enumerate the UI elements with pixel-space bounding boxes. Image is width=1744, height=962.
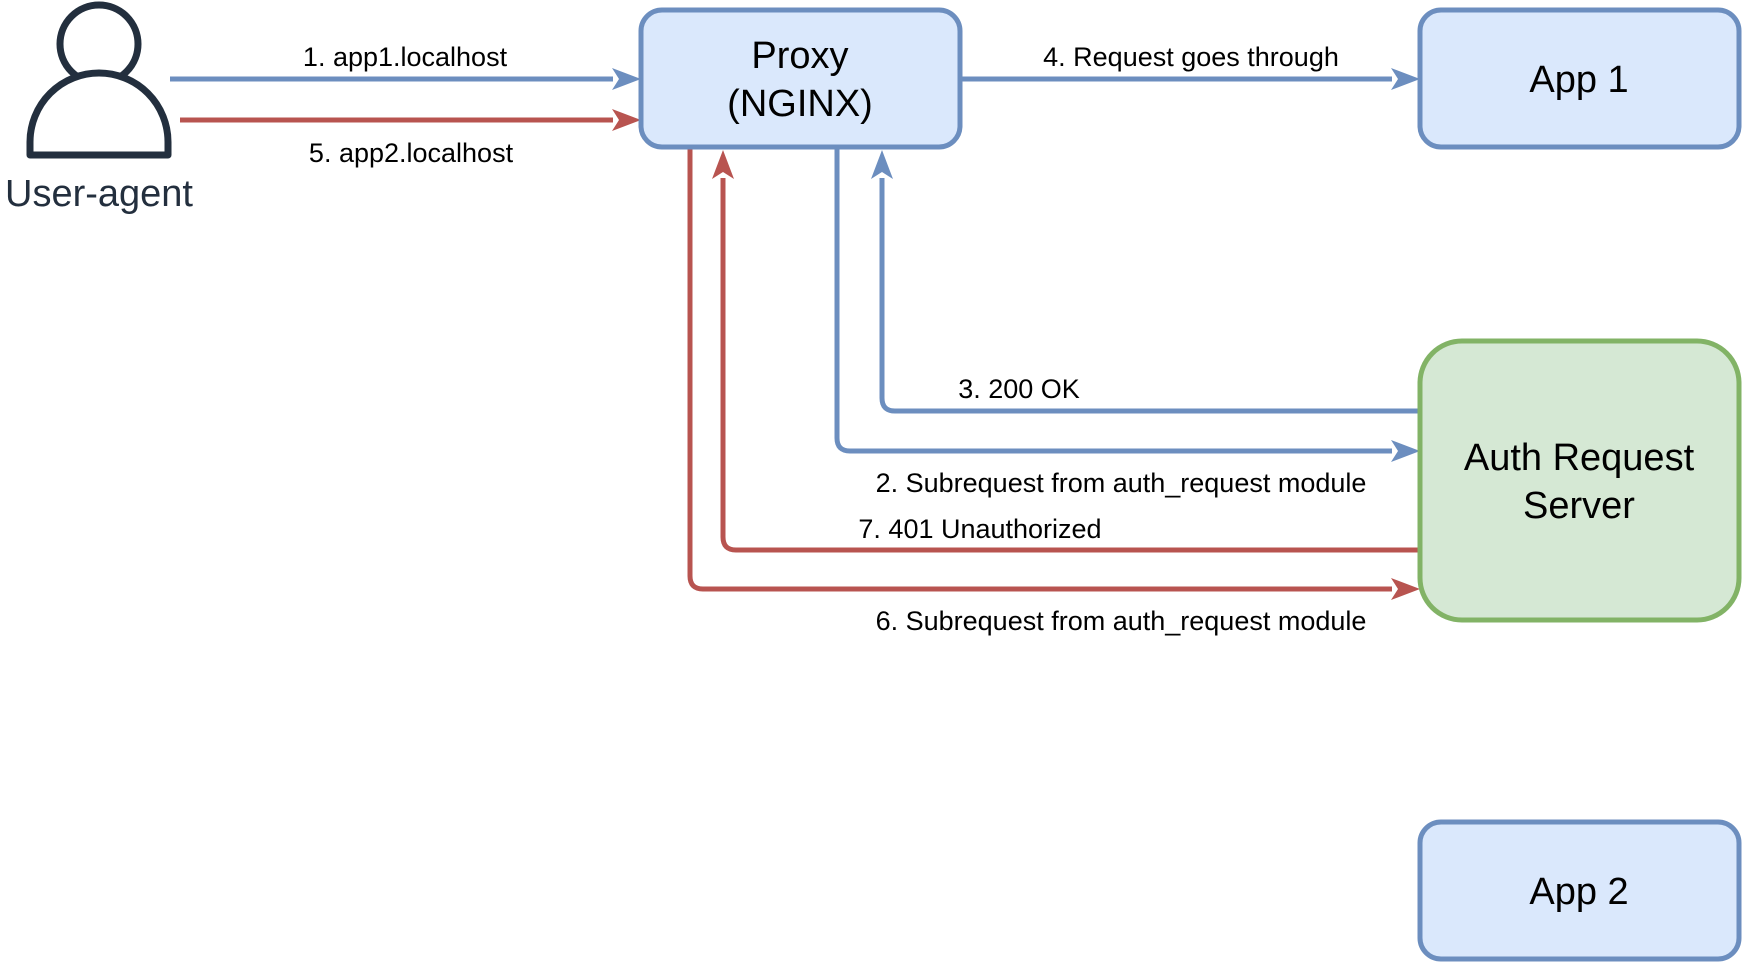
edge-4-label: 4. Request goes through — [1043, 42, 1339, 72]
edge-3-arrow — [879, 178, 1420, 414]
proxy-subtitle: (NGINX) — [727, 83, 873, 125]
auth-server-subtitle: Server — [1523, 485, 1635, 527]
edge-2-arrow — [834, 149, 1392, 454]
edge-6-label: 6. Subrequest from auth_request module — [876, 606, 1367, 636]
user-agent-node: User-agent — [5, 1, 193, 215]
proxy-title: Proxy — [751, 35, 848, 77]
edge-1-label: 1. app1.localhost — [303, 42, 508, 72]
user-agent-label: User-agent — [5, 173, 193, 215]
app2-label: App 2 — [1529, 871, 1628, 913]
proxy-node: Proxy (NGINX) — [638, 7, 963, 150]
edge-2-label: 2. Subrequest from auth_request module — [876, 468, 1367, 498]
auth-server-title: Auth Request — [1464, 437, 1695, 479]
edge-2-arrowhead — [1391, 440, 1420, 462]
edge-7-label: 7. 401 Unauthorized — [858, 514, 1101, 544]
edge-5-arrowhead — [612, 109, 641, 131]
user-icon — [26, 1, 172, 159]
edge-5-label: 5. app2.localhost — [309, 138, 514, 168]
edge-6-arrow — [687, 149, 1392, 592]
edge-3-arrowhead — [871, 150, 893, 179]
app1-node: App 1 — [1417, 7, 1742, 150]
edge-3-label: 3. 200 OK — [958, 374, 1080, 404]
edge-4-arrowhead — [1391, 68, 1420, 90]
auth-request-server-node: Auth Request Server — [1417, 338, 1742, 623]
edge-1-arrowhead — [612, 68, 641, 90]
edge-7-arrowhead — [712, 150, 734, 179]
app1-label: App 1 — [1529, 59, 1628, 101]
edge-6-arrowhead — [1391, 578, 1420, 600]
edge-7-arrow — [720, 178, 1420, 553]
app2-node: App 2 — [1417, 819, 1742, 962]
